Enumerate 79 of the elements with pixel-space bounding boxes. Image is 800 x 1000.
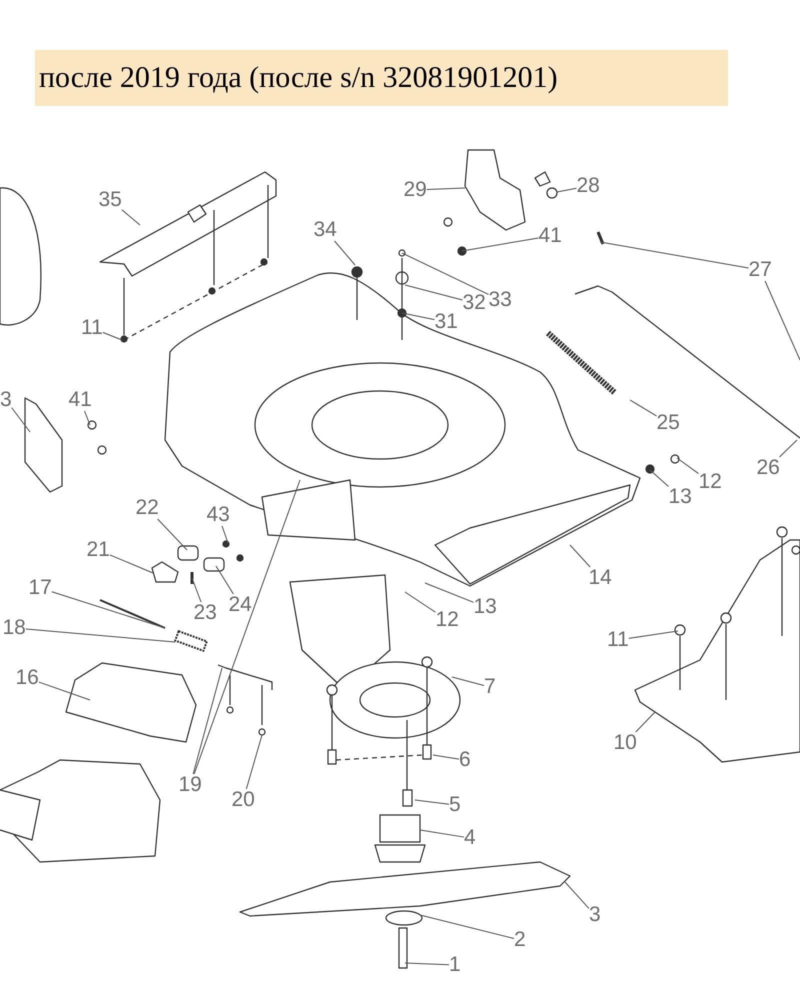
callout-number: 28 (576, 175, 600, 197)
leader-line (420, 914, 514, 940)
callout-number: 11 (81, 317, 103, 339)
leader-line (51, 591, 166, 628)
leader-line (635, 712, 656, 732)
leader-line (102, 332, 122, 340)
callout-number: 19 (178, 774, 202, 796)
callout-number: 18 (2, 617, 26, 639)
callout-number: 32 (462, 292, 486, 314)
leader-line (556, 188, 577, 192)
leader-line (222, 526, 228, 544)
callout-number: 43 (206, 504, 230, 526)
callout-number: 7 (484, 676, 496, 698)
callout-number: 34 (314, 219, 337, 241)
leader-line (764, 280, 800, 360)
leader-line (157, 518, 188, 550)
callout-number: 14 (588, 567, 612, 589)
leader-line (121, 209, 140, 226)
callout-number: 33 (488, 289, 512, 311)
leader-line (650, 470, 669, 488)
callout-number: 31 (434, 311, 458, 333)
leader-line (404, 962, 450, 966)
leader-line (424, 582, 474, 603)
callout-number: 41 (68, 389, 92, 411)
leader-line (404, 284, 463, 300)
leader-line (600, 242, 749, 268)
leader-line (25, 628, 176, 642)
leader-line (246, 734, 262, 790)
leader-line (192, 668, 222, 774)
leader-line (194, 480, 300, 774)
leader-line (462, 237, 539, 252)
callout-number: 2 (514, 929, 526, 951)
callout-number: 12 (436, 609, 459, 631)
leader-line (38, 682, 90, 700)
callout-number: 16 (16, 667, 39, 689)
leader-line (402, 312, 435, 320)
callout-number: 10 (614, 732, 637, 754)
leader-line (420, 830, 464, 838)
callout-number: 20 (232, 789, 255, 811)
leader-line (779, 440, 798, 458)
leader-line (630, 400, 657, 416)
leader-line (404, 592, 436, 613)
leader-line (570, 544, 591, 568)
callout-number: 21 (86, 539, 110, 561)
leader-line (84, 410, 90, 426)
callout-number: 4 (464, 827, 476, 849)
callout-number: 27 (748, 259, 772, 281)
callout-number: 23 (194, 602, 217, 624)
callout-number: 13 (668, 486, 692, 508)
callout-number: 13 (474, 596, 497, 618)
callout-number: 1 (449, 954, 461, 976)
callout-number: 22 (136, 497, 159, 519)
title-banner: после 2019 года (после s/n 32081901201) (35, 50, 728, 106)
leader-line (432, 754, 460, 760)
callout-number: 25 (656, 412, 680, 434)
callout-number: 12 (698, 471, 722, 493)
callout-number: 35 (98, 189, 122, 211)
callout-number: 29 (404, 179, 427, 201)
leader-line (334, 240, 356, 266)
leader-line (414, 800, 450, 805)
leader-line (109, 554, 154, 574)
callout-number: 26 (756, 457, 780, 479)
leader-line (628, 630, 678, 639)
leader-line (192, 578, 202, 602)
callout-number: 6 (459, 749, 471, 771)
callout-number: 41 (538, 225, 562, 247)
leader-line (402, 252, 489, 295)
leader-line (426, 188, 466, 190)
callout-number: 3 (0, 389, 12, 411)
leader-line (11, 407, 30, 432)
callout-number: 11 (607, 629, 629, 651)
callout-number: 3 (589, 904, 601, 926)
leader-line (452, 676, 484, 686)
leader-line (676, 458, 699, 474)
leader-line (216, 566, 234, 594)
callout-number: 17 (28, 577, 52, 599)
leader-line (564, 882, 590, 910)
callout-number: 24 (228, 594, 252, 616)
callout-number: 5 (449, 794, 461, 816)
